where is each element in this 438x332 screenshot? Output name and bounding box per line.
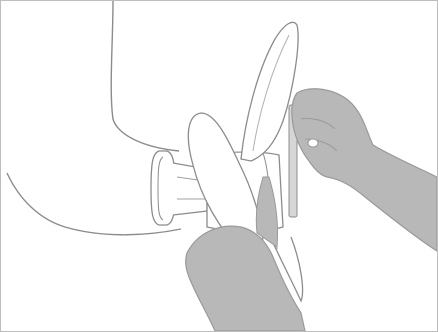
right-hand	[292, 89, 437, 251]
thrust-washer	[151, 151, 175, 225]
right-hand-thumbnail	[308, 139, 318, 147]
motor-outline	[111, 1, 179, 151]
